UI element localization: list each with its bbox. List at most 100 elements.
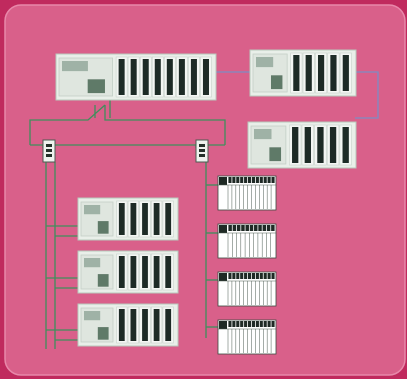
island-slice-top [267,225,270,231]
island-slice-top [240,177,243,183]
io-island-3 [218,272,276,306]
island-slice-top [228,273,231,279]
island-slice-top [232,177,235,183]
io-drop-3 [78,304,178,346]
io-module-face [317,127,323,163]
island-head-module [219,273,227,281]
switch-port [46,144,52,147]
island-slice-top [271,321,274,327]
io-module-face [343,55,349,91]
island-slice-top [236,321,239,327]
io-module-face [143,59,149,95]
io-module-face [131,256,137,288]
status-display [84,311,100,320]
island-slice-top [264,321,267,327]
io-module-face [154,309,160,341]
io-module-face [179,59,185,95]
io-module-face [142,203,148,235]
cpu-connector [98,221,109,234]
io-island-2 [218,224,276,258]
switch-port [199,154,205,157]
island-slice-top [236,273,239,279]
island-slice-top [258,225,261,231]
island-slice-top [268,273,271,279]
island-slice-top [260,321,263,327]
switch-port [199,144,205,147]
switch-port [46,149,52,152]
switch-port [46,154,52,157]
io-module-face [330,127,336,163]
io-module-face [165,256,171,288]
island-slice-top [268,177,271,183]
island-slice-top [241,225,244,231]
cpu-connector [271,75,282,89]
io-module-face [155,59,161,95]
island-slice-top [248,321,251,327]
island-slice-top [244,177,247,183]
island-slice-top [244,321,247,327]
status-display [84,258,100,267]
island-slice-top [256,273,259,279]
island-slice-top [248,177,251,183]
cpu-connector [269,147,281,161]
island-slice-top [232,273,235,279]
island-slice-top [252,321,255,327]
island-head-module [219,177,227,185]
cpu-connector [98,274,109,287]
io-module-face [119,59,125,95]
status-display [256,57,273,67]
io-module-face [119,203,125,235]
io-drop-1 [78,198,178,240]
io-module-face [165,203,171,235]
io-island-4 [218,320,276,354]
io-drop-2 [78,251,178,293]
island-slice-top [260,177,263,183]
cpu-connector [98,327,109,340]
island-slice-top [256,321,259,327]
island-slice-top [237,225,240,231]
island-slice-top [256,177,259,183]
io-module-face [191,59,197,95]
island-slice-top [250,225,253,231]
island-slice-top [240,321,243,327]
island-slice-top [271,177,274,183]
island-head-module [219,321,227,329]
io-module-face [142,256,148,288]
io-module-face [131,309,137,341]
island-slice-top [228,177,231,183]
switch-left [43,140,55,162]
main-controller [56,54,216,100]
island-slice-top [260,273,263,279]
island-slice-top [232,321,235,327]
io-module-face [293,55,299,91]
island-slice-top [271,273,274,279]
island-head-module [219,225,227,233]
island-slice-top [268,321,271,327]
island-slice-top [264,177,267,183]
island-slice-top [264,273,267,279]
switch-port [199,149,205,152]
island-slice-top [245,225,248,231]
island-slice-top [244,273,247,279]
io-module-face [292,127,298,163]
io-module-face [203,59,209,95]
island-slice-top [263,225,266,231]
io-module-face [154,203,160,235]
io-module-face [154,256,160,288]
island-slice-top [228,321,231,327]
island-slice-top [236,177,239,183]
io-module-face [119,256,125,288]
io-module-face [306,55,312,91]
island-slice-top [252,177,255,183]
io-module-face [318,55,324,91]
island-slice-top [271,225,274,231]
remote-rack-1 [250,50,356,96]
io-module-face [131,59,137,95]
io-module-face [330,55,336,91]
status-display [254,129,271,139]
cpu-connector [88,79,105,93]
island-slice-top [240,273,243,279]
io-module-face [343,127,349,163]
island-slice-top [233,225,236,231]
